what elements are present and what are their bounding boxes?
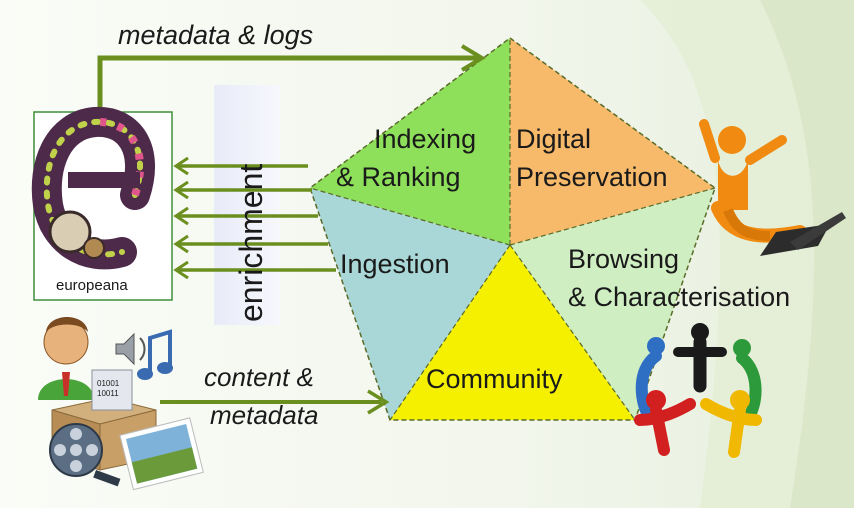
browsing-label-line1: Browsing bbox=[568, 244, 679, 274]
svg-text:01001: 01001 bbox=[97, 379, 120, 388]
enrichment-band bbox=[214, 85, 280, 325]
file-icon bbox=[91, 369, 133, 411]
speaker-icon bbox=[115, 332, 135, 366]
indexing-label-line1: Indexing bbox=[374, 124, 476, 154]
enrichment-arrows bbox=[173, 156, 336, 280]
community-people-icon bbox=[634, 323, 762, 458]
content-provider-icons: 01001 10011 bbox=[38, 317, 204, 491]
indexing-label-line2: & Ranking bbox=[336, 162, 461, 192]
enrichment-label: enrichment bbox=[233, 164, 269, 322]
background-swoosh-2 bbox=[760, 0, 854, 508]
preservation-label-line2: Preservation bbox=[516, 162, 668, 192]
segment-browsing bbox=[510, 188, 715, 420]
segment-community bbox=[390, 245, 635, 420]
europeana-logo: europeana bbox=[31, 106, 173, 301]
music-note-icon bbox=[148, 329, 172, 372]
content-label-line1: content & bbox=[204, 362, 314, 392]
ingestion-label: Ingestion bbox=[340, 249, 450, 279]
compass-icon bbox=[83, 237, 105, 259]
pentagon-outline bbox=[309, 37, 716, 421]
metadata-logs-label: metadata & logs bbox=[118, 20, 313, 50]
pentagon bbox=[309, 37, 716, 421]
content-label-line2: metadata bbox=[210, 400, 318, 430]
segment-labels: Indexing & Ranking Digital Preservation … bbox=[336, 124, 790, 394]
browsing-label-line2: & Characterisation bbox=[568, 282, 790, 312]
metadata-logs-arrow bbox=[97, 44, 486, 112]
europeana-label: europeana bbox=[56, 277, 128, 294]
svg-text:10011: 10011 bbox=[97, 389, 119, 398]
photo-icon bbox=[119, 417, 204, 491]
segment-preservation bbox=[510, 38, 715, 245]
person-laptop-icon bbox=[699, 119, 846, 256]
community-label: Community bbox=[426, 364, 563, 394]
content-metadata-arrow bbox=[160, 389, 390, 415]
segment-indexing bbox=[310, 38, 510, 245]
preservation-label-line1: Digital bbox=[516, 124, 591, 154]
segment-ingestion bbox=[310, 188, 510, 420]
background-swoosh bbox=[640, 0, 854, 508]
